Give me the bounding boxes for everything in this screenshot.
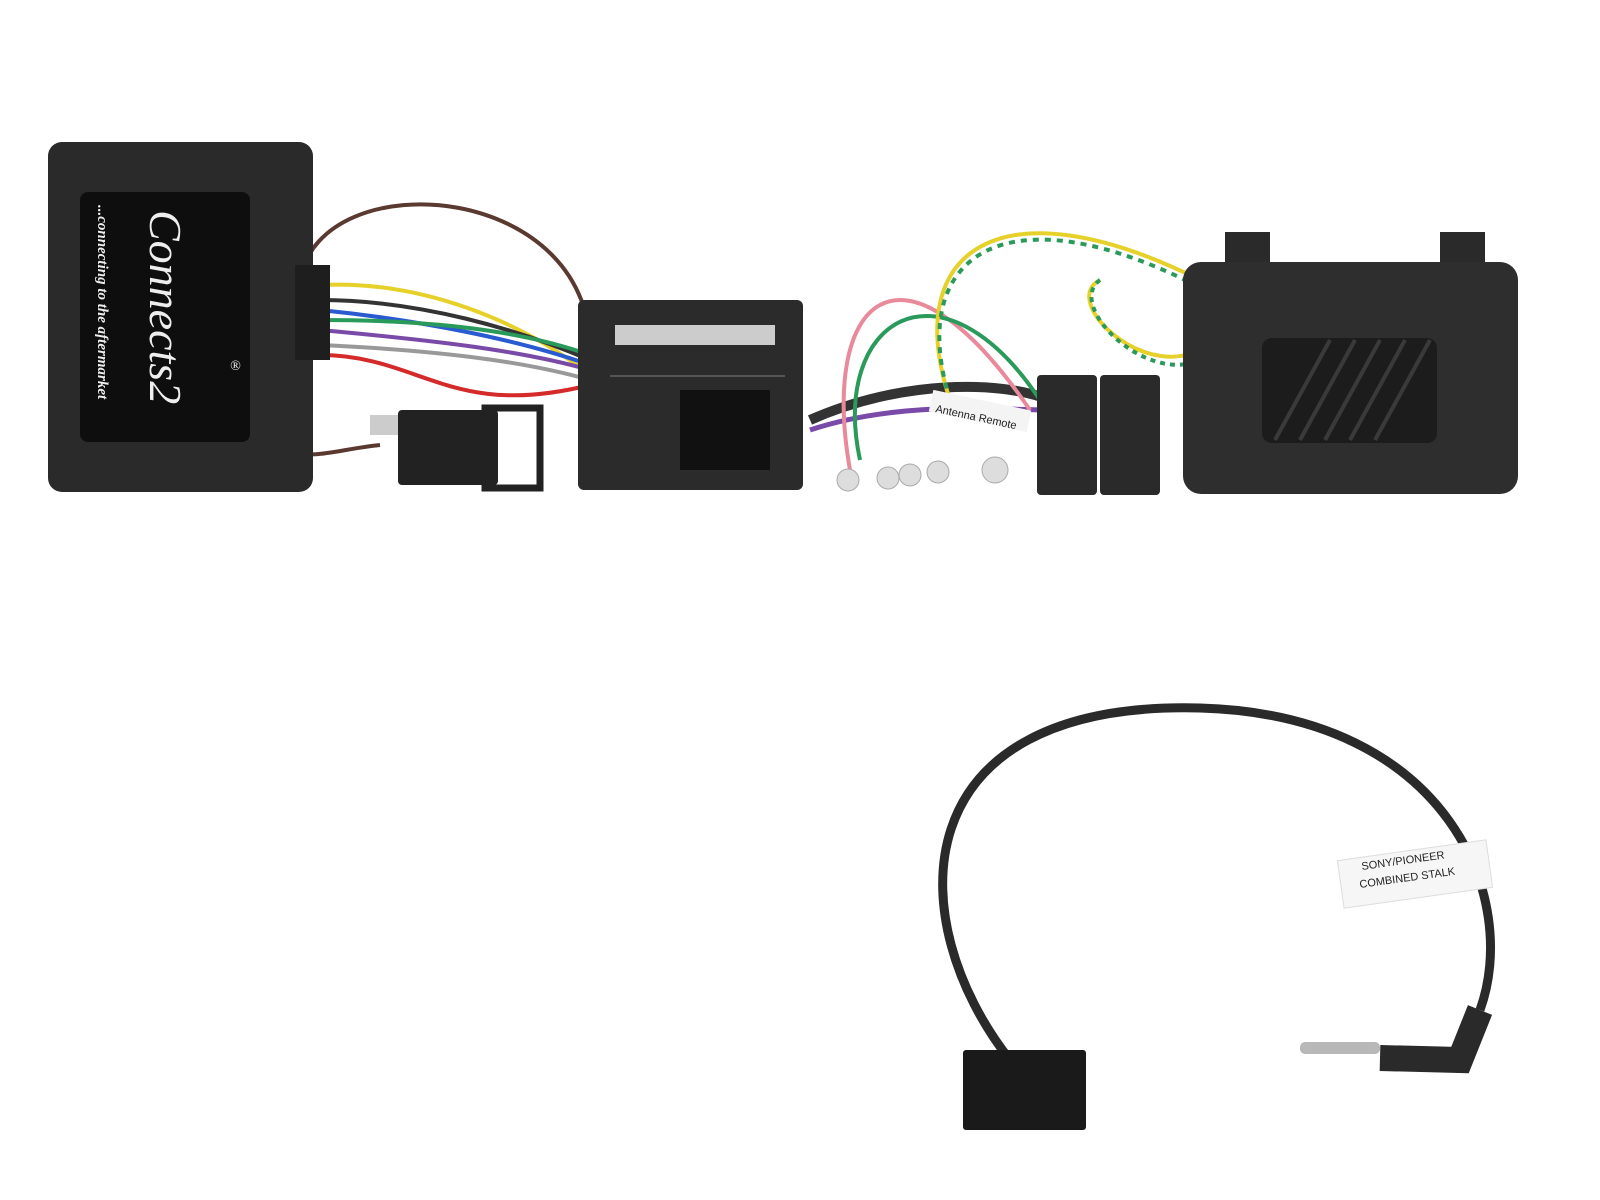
- molex-connector: [963, 1050, 1086, 1130]
- small-connector: [370, 404, 544, 492]
- module-tagline: ...connecting to the aftermarket: [94, 205, 110, 400]
- module-logo: Connects2: [140, 210, 191, 404]
- antenna-remote-tag: Antenna Remote: [928, 389, 1032, 433]
- logo-label: [80, 192, 250, 442]
- stalk-lead: SONY/PIONEER COMBINED STALK: [938, 703, 1496, 1130]
- jack-plug: [1300, 1042, 1380, 1054]
- iso-connectors: [1037, 375, 1160, 495]
- registered-mark: ®: [230, 359, 241, 374]
- wire-bundle: [293, 202, 1206, 471]
- speaker-box: [1183, 232, 1518, 494]
- quadlock-connector: [578, 300, 803, 490]
- lead-tag: SONY/PIONEER COMBINED STALK: [1336, 839, 1494, 909]
- ring-terminals: [836, 456, 1009, 492]
- interface-module: Connects2 ...connecting to the aftermark…: [48, 142, 330, 492]
